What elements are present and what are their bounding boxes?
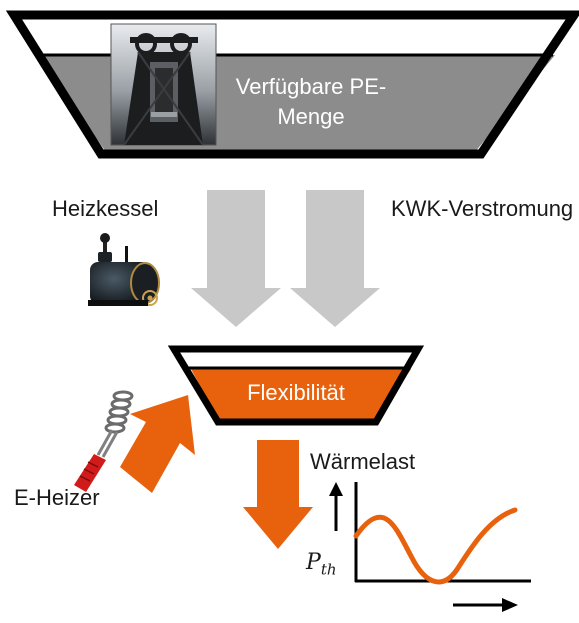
immersion-heater-photo <box>74 390 134 492</box>
kwk-verstromung-label: KWK-Verstromung <box>391 196 574 221</box>
top-funnel-outline <box>5 10 579 159</box>
bottom-funnel-fill <box>191 369 411 421</box>
p-th-main: P <box>306 550 321 575</box>
p-th-label: Pth <box>306 550 337 578</box>
bottom-funnel-outline <box>167 345 425 426</box>
bottom-funnel <box>167 345 425 426</box>
boiler-photo <box>88 233 160 306</box>
pe-menge-label-line2: Menge <box>277 104 345 129</box>
p-th-sub: th <box>320 560 337 579</box>
time-arrow <box>453 598 518 612</box>
e-heizer-label: E-Heizer <box>14 485 100 510</box>
orange-arrow-diagonal <box>120 395 195 493</box>
orange-arrow-down <box>243 440 313 549</box>
heat-load-curve <box>353 507 518 585</box>
heat-load-chart <box>329 482 531 612</box>
waermelast-label: Wärmelast <box>310 449 416 474</box>
winding-tower-photo <box>110 23 217 146</box>
y-axis-arrow <box>329 482 343 531</box>
heizkessel-label: Heizkessel <box>52 196 159 221</box>
pe-menge-label-line1: Verfügbare PE- <box>235 74 387 99</box>
gray-arrow-left <box>191 190 281 327</box>
flexibilitaet-label: Flexibilität <box>247 380 345 405</box>
gray-arrow-right <box>290 190 380 327</box>
